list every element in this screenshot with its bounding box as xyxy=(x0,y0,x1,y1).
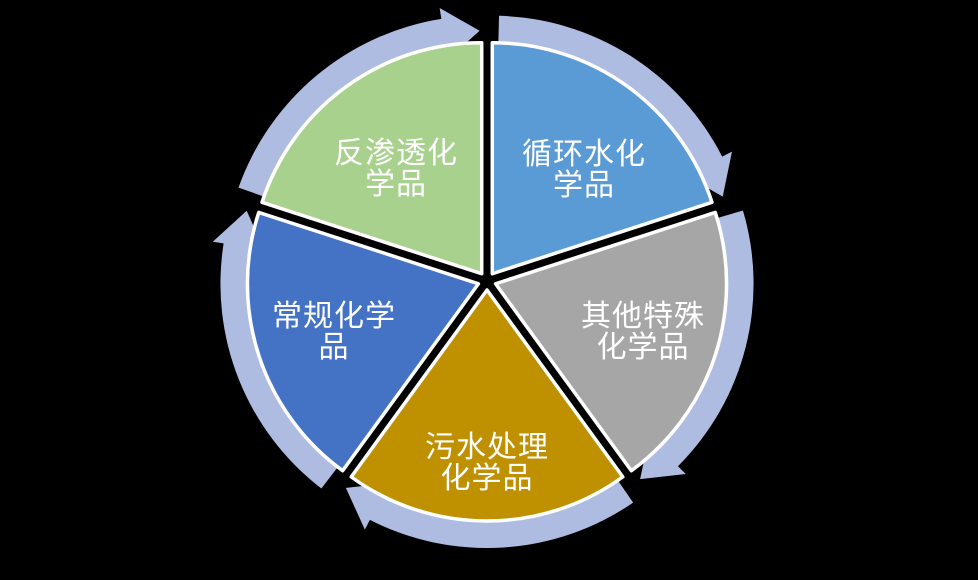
ring-arrow-reverse-osmosis-chemicals xyxy=(238,8,480,198)
wedge-circulating-water-chemicals xyxy=(490,40,714,276)
wedge-reverse-osmosis-chemicals xyxy=(260,40,484,276)
segment-label-line: 污水处理 xyxy=(425,431,549,464)
segment-label-conventional-chemicals: 常规化学品 xyxy=(272,300,396,364)
segment-label-line: 其他特殊 xyxy=(581,300,705,333)
segment-label-reverse-osmosis-chemicals: 反渗透化学品 xyxy=(334,137,458,201)
segment-label-circulating-water-chemicals: 循环水化学品 xyxy=(522,138,646,202)
ring-arrow-sewage-treatment-chemicals xyxy=(345,477,634,548)
wedge-other-special-chemicals xyxy=(493,210,729,473)
ring-arrow-circulating-water-chemicals xyxy=(498,15,732,197)
segment-label-line: 反渗透化 xyxy=(334,137,458,170)
segment-label-line: 化学品 xyxy=(597,331,690,364)
wedges xyxy=(245,40,729,523)
wedge-conventional-chemicals xyxy=(245,210,481,473)
segment-label-line: 品 xyxy=(319,331,350,364)
segment-label-other-special-chemicals: 其他特殊化学品 xyxy=(581,300,705,364)
wedge-sewage-treatment-chemicals xyxy=(349,288,625,523)
segment-label-line: 学品 xyxy=(553,169,615,202)
segment-label-line: 化学品 xyxy=(441,462,534,495)
segment-label-line: 循环水化 xyxy=(522,138,646,171)
segment-label-sewage-treatment-chemicals: 污水处理化学品 xyxy=(425,431,549,495)
segment-label-line: 常规化学 xyxy=(272,300,396,333)
segment-label-line: 学品 xyxy=(365,168,427,201)
ring-arrow-conventional-chemicals xyxy=(212,210,340,489)
